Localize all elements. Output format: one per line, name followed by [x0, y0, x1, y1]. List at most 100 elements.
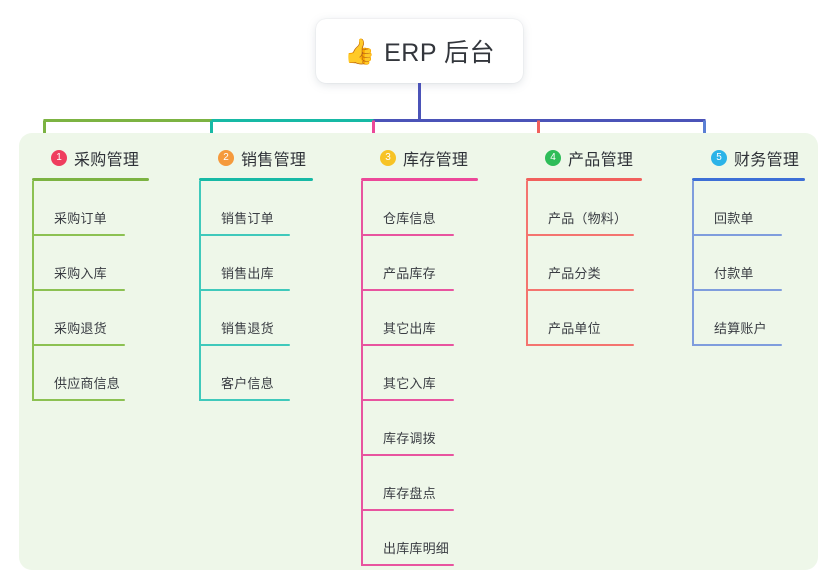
leaf-item-label: 库存调拨 [383, 431, 436, 446]
branch-title-4: 产品管理 [568, 152, 634, 169]
branches-panel [19, 133, 818, 570]
branch-header-row: 1 采购管理 [32, 145, 149, 171]
root-node-content: 👍 ERP 后台 [344, 33, 495, 69]
leaf-item[interactable]: 产品库存 [361, 236, 478, 291]
leaf-item-underline [32, 399, 125, 401]
branch-header-2[interactable]: 2 销售管理 [199, 145, 313, 181]
branch-title-2: 销售管理 [241, 152, 307, 169]
branch-column-1: 1 采购管理采购订单采购入库采购退货供应商信息 [32, 145, 149, 401]
leaf-item-label: 结算账户 [714, 321, 767, 336]
leaf-item[interactable]: 产品分类 [526, 236, 642, 291]
branch-title-1: 采购管理 [74, 152, 140, 169]
branch-header-5[interactable]: 5 财务管理 [692, 145, 805, 181]
leaf-item[interactable]: 采购入库 [32, 236, 149, 291]
branch-header-1[interactable]: 1 采购管理 [32, 145, 149, 181]
branch-leaf-list-1: 采购订单采购入库采购退货供应商信息 [32, 181, 149, 401]
leaf-item-label: 采购退货 [54, 321, 107, 336]
branch-spine-3 [361, 181, 363, 566]
branch-spine-2 [199, 181, 201, 401]
branch-column-3: 3 库存管理仓库信息产品库存其它出库其它入库库存调拨库存盘点出库库明细 [361, 145, 478, 566]
leaf-item[interactable]: 结算账户 [692, 291, 805, 346]
leaf-item[interactable]: 客户信息 [199, 346, 313, 401]
branch-header-row: 5 财务管理 [692, 145, 805, 171]
leaf-item-label: 产品单位 [548, 321, 601, 336]
leaf-item[interactable]: 产品（物料） [526, 181, 642, 236]
branch-underline-2 [199, 178, 313, 181]
leaf-item[interactable]: 其它入库 [361, 346, 478, 401]
leaf-item-underline [361, 289, 454, 291]
leaf-item[interactable]: 采购订单 [32, 181, 149, 236]
leaf-item-label: 回款单 [714, 211, 754, 226]
leaf-item-underline [526, 344, 634, 346]
leaf-item-label: 供应商信息 [54, 376, 121, 391]
branch-header-row: 3 库存管理 [361, 145, 478, 171]
leaf-item-underline [32, 344, 125, 346]
branch-badge-1: 1 [51, 150, 67, 166]
branch-spine-5 [692, 181, 694, 346]
branch-leaf-list-2: 销售订单销售出库销售退货客户信息 [199, 181, 313, 401]
leaf-item-underline [526, 234, 634, 236]
root-node-erp-backend[interactable]: 👍 ERP 后台 [316, 19, 523, 83]
leaf-item-label: 产品库存 [383, 266, 436, 281]
leaf-item-label: 其它入库 [383, 376, 436, 391]
leaf-item-label: 采购订单 [54, 211, 107, 226]
leaf-item-label: 其它出库 [383, 321, 436, 336]
leaf-item-label: 采购入库 [54, 266, 107, 281]
leaf-item-label: 销售出库 [221, 266, 274, 281]
leaf-item-underline [361, 344, 454, 346]
branch-badge-4: 4 [545, 150, 561, 166]
leaf-item[interactable]: 销售退货 [199, 291, 313, 346]
root-node-title: ERP 后台 [384, 39, 496, 67]
leaf-item-underline [361, 399, 454, 401]
leaf-item-label: 销售订单 [221, 211, 274, 226]
leaf-item[interactable]: 产品单位 [526, 291, 642, 346]
branch-spine-1 [32, 181, 34, 401]
branch-spine-4 [526, 181, 528, 346]
branch-badge-3: 3 [380, 150, 396, 166]
branch-underline-1 [32, 178, 149, 181]
leaf-item[interactable]: 库存盘点 [361, 456, 478, 511]
leaf-item-label: 销售退货 [221, 321, 274, 336]
leaf-item[interactable]: 库存调拨 [361, 401, 478, 456]
branch-title-5: 财务管理 [734, 152, 800, 169]
leaf-item-label: 产品分类 [548, 266, 601, 281]
leaf-item-underline [692, 344, 782, 346]
leaf-item-underline [692, 234, 782, 236]
branch-header-row: 2 销售管理 [199, 145, 313, 171]
leaf-item[interactable]: 出库库明细 [361, 511, 478, 566]
leaf-item-underline [526, 289, 634, 291]
leaf-item[interactable]: 回款单 [692, 181, 805, 236]
leaf-item-underline [32, 289, 125, 291]
leaf-item[interactable]: 采购退货 [32, 291, 149, 346]
leaf-item[interactable]: 其它出库 [361, 291, 478, 346]
leaf-item[interactable]: 仓库信息 [361, 181, 478, 236]
leaf-item[interactable]: 销售出库 [199, 236, 313, 291]
branch-column-5: 5 财务管理回款单付款单结算账户 [692, 145, 805, 346]
branch-title-3: 库存管理 [403, 152, 469, 169]
branch-underline-5 [692, 178, 805, 181]
leaf-item-underline [361, 454, 454, 456]
leaf-item-underline [361, 234, 454, 236]
leaf-item-underline [199, 234, 290, 236]
branch-header-3[interactable]: 3 库存管理 [361, 145, 478, 181]
branch-column-4: 4 产品管理产品（物料） 产品分类产品单位 [526, 145, 642, 346]
leaf-item-underline [199, 399, 290, 401]
leaf-item-underline [199, 344, 290, 346]
leaf-item-underline [692, 289, 782, 291]
branch-badge-5: 5 [711, 150, 727, 166]
leaf-item[interactable]: 供应商信息 [32, 346, 149, 401]
leaf-item-label: 产品（物料） [548, 211, 628, 226]
branch-header-4[interactable]: 4 产品管理 [526, 145, 642, 181]
branch-leaf-list-5: 回款单付款单结算账户 [692, 181, 805, 346]
leaf-item[interactable]: 销售订单 [199, 181, 313, 236]
branch-underline-3 [361, 178, 478, 181]
branch-badge-2: 2 [218, 150, 234, 166]
thumbs-up-icon: 👍 [343, 36, 376, 66]
branch-leaf-list-3: 仓库信息产品库存其它出库其它入库库存调拨库存盘点出库库明细 [361, 181, 478, 566]
leaf-item-label: 仓库信息 [383, 211, 436, 226]
leaf-item-label: 库存盘点 [383, 486, 436, 501]
leaf-item-underline [361, 509, 454, 511]
leaf-item[interactable]: 付款单 [692, 236, 805, 291]
leaf-item-label: 出库库明细 [383, 541, 450, 556]
